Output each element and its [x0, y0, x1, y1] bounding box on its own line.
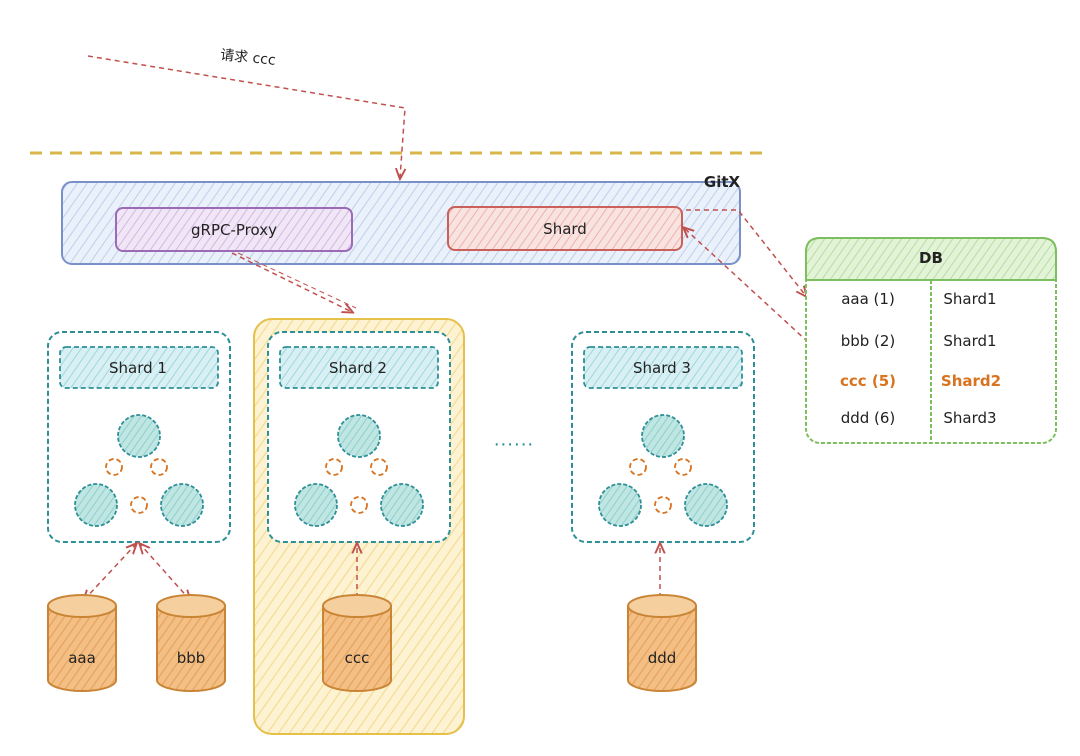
db-shard-4: Shard3: [943, 409, 997, 427]
grpc-proxy-label: gRPC-Proxy: [191, 221, 277, 239]
aaa-to-shard1-arrow: [84, 544, 136, 600]
ellipsis: ......: [493, 429, 535, 451]
storage-cylinder-1: [47, 594, 117, 692]
sync-icon: [654, 496, 672, 514]
db-key-3: ccc (5): [839, 372, 897, 390]
sync-icon: [150, 458, 168, 476]
request-arrow: [87, 55, 405, 178]
replica-node: [74, 483, 118, 527]
bbb-to-shard1-arrow: [140, 544, 190, 600]
grpc-proxy-box: [115, 207, 353, 252]
replica-node: [684, 483, 728, 527]
replica-node: [117, 414, 161, 458]
shard3-label: Shard 3: [633, 359, 691, 377]
db-shard-1: Shard1: [943, 290, 997, 308]
db-shard-2: Shard1: [943, 332, 997, 350]
db-key-4: ddd (6): [840, 409, 896, 427]
sync-icon: [130, 496, 148, 514]
store-bbb-label: bbb: [176, 649, 206, 667]
shard2-label: Shard 2: [329, 359, 387, 377]
sync-icon: [629, 458, 647, 476]
shard-card-3: [571, 331, 755, 543]
db-key-1: aaa (1): [841, 290, 895, 308]
store-ccc-label: ccc: [344, 649, 370, 667]
db-shard-3: Shard2: [940, 372, 1002, 390]
shard-card-1: [47, 331, 231, 543]
sync-icon: [350, 496, 368, 514]
gitx-title: GitX: [703, 173, 741, 191]
storage-cylinder-4: [627, 594, 697, 692]
sync-icon: [325, 458, 343, 476]
proxy-to-shard2-arrow: [231, 252, 352, 312]
replica-node: [337, 414, 381, 458]
replica-node: [294, 483, 338, 527]
store-aaa-label: aaa: [68, 649, 96, 667]
db-key-2: bbb (2): [840, 332, 896, 350]
db-shard-arrow: [684, 228, 809, 343]
sync-icon: [105, 458, 123, 476]
storage-cylinder-3: [322, 594, 392, 692]
shard-card-2: [267, 331, 451, 543]
db-table: [805, 237, 1057, 444]
sync-icon: [674, 458, 692, 476]
store-ddd-label: ddd: [647, 649, 677, 667]
sync-icon: [370, 458, 388, 476]
replica-node: [598, 483, 642, 527]
storage-cylinder-2: [156, 594, 226, 692]
replica-node: [380, 483, 424, 527]
shard-router-label: Shard: [543, 220, 587, 238]
replica-node: [160, 483, 204, 527]
shard1-label: Shard 1: [109, 359, 167, 377]
db-title: DB: [919, 249, 943, 267]
replica-node: [641, 414, 685, 458]
